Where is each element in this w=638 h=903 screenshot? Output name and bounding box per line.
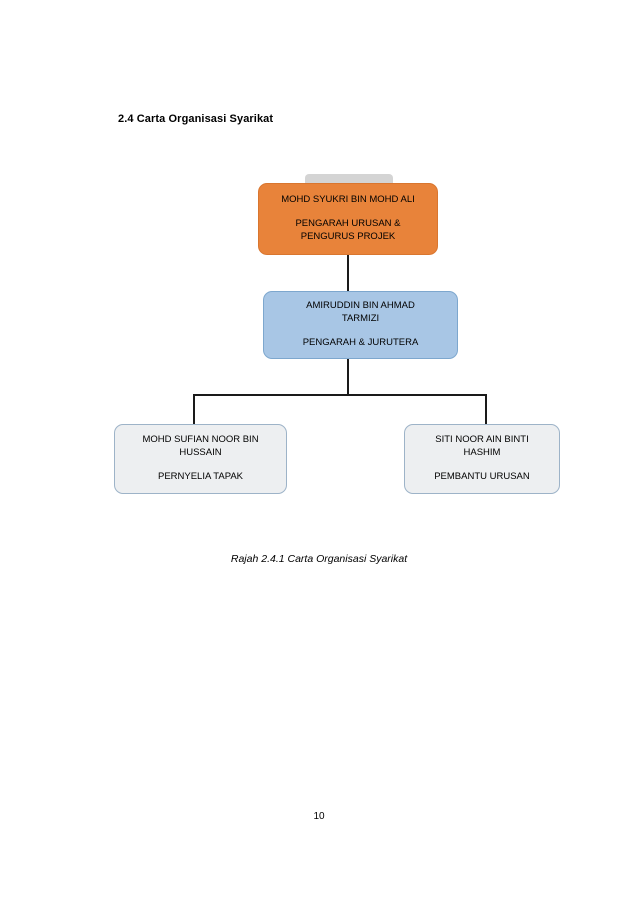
page-title: 2.4 Carta Organisasi Syarikat bbox=[118, 113, 274, 125]
connector-stem bbox=[347, 359, 349, 396]
org-node-ceo[interactable]: MOHD SYUKRI BIN MOHD ALI PENGARAH URUSAN… bbox=[258, 183, 438, 255]
org-node-ceo-name: MOHD SYUKRI BIN MOHD ALI bbox=[281, 194, 415, 206]
connector-drop-left bbox=[193, 394, 195, 425]
page-number: 10 bbox=[313, 811, 325, 822]
connector-drop-right bbox=[485, 394, 487, 425]
org-node-director-name: AMIRUDDIN BIN AHMAD TARMIZI bbox=[306, 300, 415, 325]
figure-caption: Rajah 2.4.1 Carta Organisasi Syarikat bbox=[230, 553, 408, 565]
org-node-assistant[interactable]: SITI NOOR AIN BINTI HASHIM PEMBANTU URUS… bbox=[404, 424, 560, 494]
org-node-supervisor-role: PERNYELIA TAPAK bbox=[157, 470, 243, 482]
connector-ceo-to-director bbox=[347, 255, 349, 292]
top-connector-stub bbox=[305, 174, 393, 185]
org-node-supervisor-name: MOHD SUFIAN NOOR BIN HUSSAIN bbox=[142, 434, 259, 459]
organization-chart: MOHD SYUKRI BIN MOHD ALI PENGARAH URUSAN… bbox=[114, 174, 560, 494]
org-node-director-role: PENGARAH & JURUTERA bbox=[302, 336, 419, 348]
connector-horizontal-bus bbox=[193, 394, 487, 396]
org-node-assistant-name: SITI NOOR AIN BINTI HASHIM bbox=[435, 434, 529, 459]
org-node-assistant-role: PEMBANTU URUSAN bbox=[434, 470, 530, 482]
org-node-director[interactable]: AMIRUDDIN BIN AHMAD TARMIZI PENGARAH & J… bbox=[263, 291, 458, 359]
org-node-supervisor[interactable]: MOHD SUFIAN NOOR BIN HUSSAIN PERNYELIA T… bbox=[114, 424, 287, 494]
org-node-ceo-role: PENGARAH URUSAN & PENGURUS PROJEK bbox=[295, 218, 401, 242]
